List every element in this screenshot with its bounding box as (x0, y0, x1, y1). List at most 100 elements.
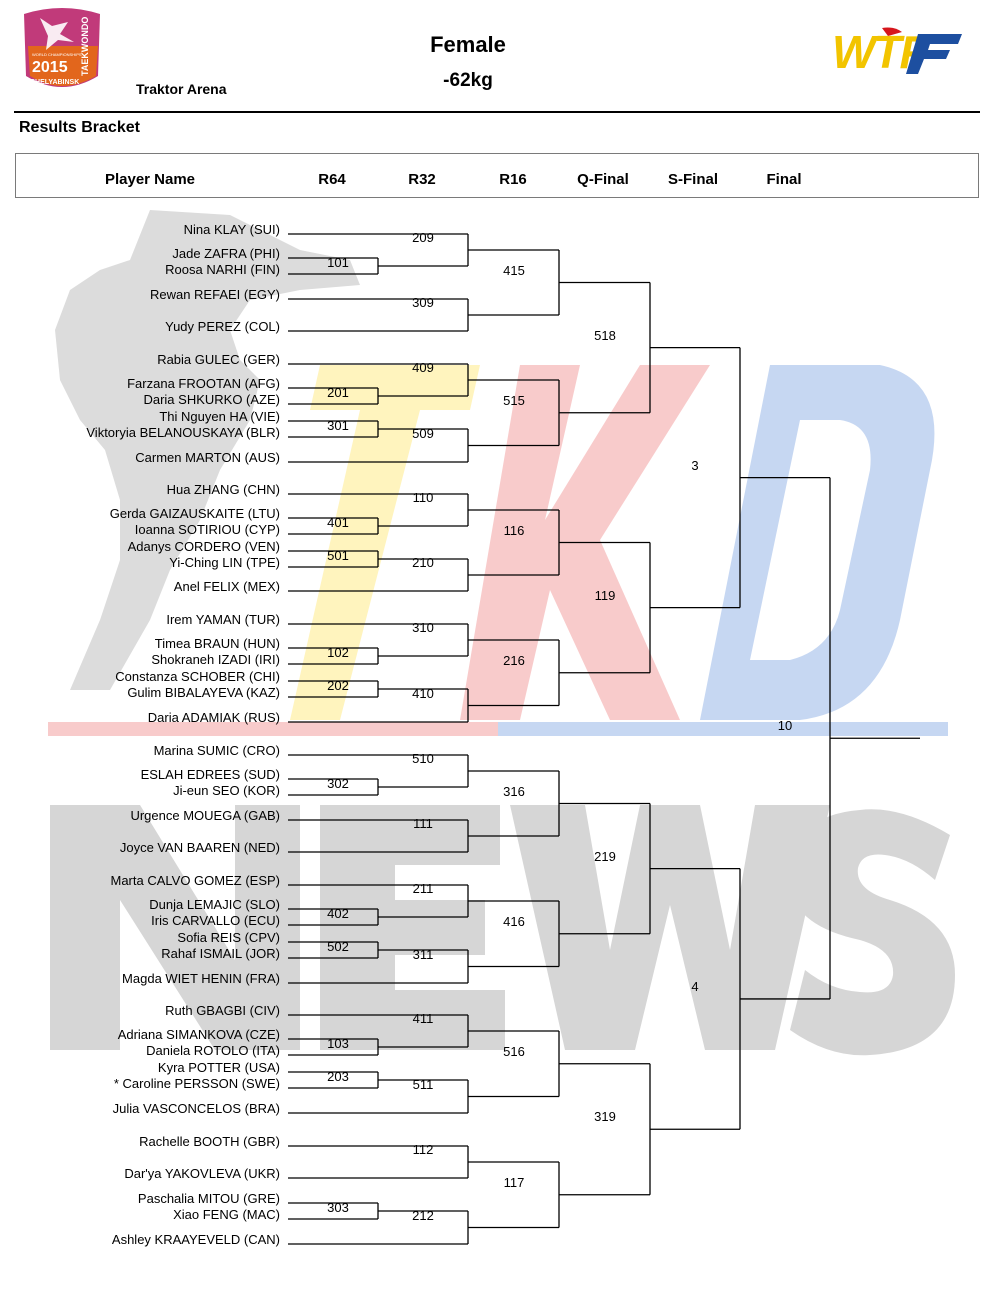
player-name: Rewan REFAEI (EGY) (149, 287, 280, 302)
r64-score: 501 (327, 548, 349, 563)
r32-score: 510 (412, 751, 434, 766)
player-name: Adanys CORDERO (VEN) (127, 539, 280, 554)
qf-score: 219 (594, 848, 616, 864)
col-header-final: Final (766, 171, 802, 188)
player-name: Ioanna SOTIRIOU (CYP) (134, 522, 280, 537)
player-name: Kyra POTTER (USA) (157, 1060, 280, 1075)
r64-score: 302 (327, 776, 349, 791)
player-name: Joyce VAN BAAREN (NED) (119, 840, 280, 855)
qf-score: 119 (594, 587, 616, 603)
player-name: Rahaf ISMAIL (JOR) (161, 946, 280, 961)
r64-score: 402 (327, 906, 349, 921)
event-logo-year: 2015 (32, 59, 68, 76)
player-name: ESLAH EDREES (SUD) (140, 767, 280, 782)
player-name: Carmen MARTON (AUS) (135, 450, 280, 465)
player-name: Daria SHKURKO (AZE) (143, 392, 280, 407)
player-name: Ashley KRAAYEVELD (CAN) (111, 1232, 280, 1247)
player-name: Daniela ROTOLO (ITA) (146, 1043, 280, 1058)
wtf-logo: WTF (832, 26, 962, 76)
r64-score: 502 (327, 939, 349, 954)
r32-score: 411 (412, 1011, 434, 1026)
player-name: Ji-eun SEO (KOR) (173, 783, 280, 798)
player-name: Marta CALVO GOMEZ (ESP) (110, 873, 280, 888)
column-header-box (15, 153, 979, 198)
division-gender: Female (430, 32, 506, 57)
r64-score: 202 (327, 678, 349, 693)
player-name: Ruth GBAGBI (CIV) (165, 1003, 280, 1018)
event-logo-shape (28, 46, 98, 86)
player-name: Magda WIET HENIN (FRA) (122, 971, 280, 986)
player-name: Yi-Ching LIN (TPE) (169, 555, 280, 570)
venue-label: Traktor Arena (136, 81, 227, 97)
event-logo-sport: TAEKWONDO (80, 17, 90, 76)
r64-score: 103 (327, 1036, 349, 1051)
col-header-sfinal: S-Final (667, 171, 718, 188)
r32-score: 210 (412, 555, 434, 570)
player-name: Yudy PEREZ (COL) (165, 319, 280, 334)
player-name: Dunja LEMAJIC (SLO) (149, 897, 280, 912)
r64-score: 102 (327, 645, 349, 660)
wtf-logo-red-swoosh (882, 27, 902, 36)
kicker-silhouette (55, 210, 360, 690)
r16-score: 415 (503, 262, 525, 278)
player-name: Gulim BIBALAYEVA (KAZ) (127, 685, 280, 700)
r64-score: 301 (327, 418, 349, 433)
header-divider (14, 111, 980, 113)
r16-score: 515 (503, 392, 525, 408)
player-name: * Caroline PERSSON (SWE) (113, 1076, 280, 1091)
r32-score: 112 (412, 1142, 434, 1157)
wtf-logo-blue-f (906, 34, 962, 74)
r32-score: 309 (412, 295, 434, 310)
watermark-stripe-blue (498, 722, 948, 736)
player-name: Irem YAMAN (TUR) (166, 612, 280, 627)
player-name: Urgence MOUEGA (GAB) (130, 808, 280, 823)
r64-score: 203 (327, 1069, 349, 1084)
r16-score: 516 (503, 1043, 525, 1059)
qf-score: 518 (594, 327, 616, 343)
player-name: Dar'ya YAKOVLEVA (UKR) (124, 1166, 280, 1181)
section-title: Results Bracket (19, 119, 140, 136)
r32-score: 111 (413, 816, 433, 831)
player-name: Nina KLAY (SUI) (183, 222, 280, 237)
player-name: Timea BRAUN (HUN) (154, 636, 280, 651)
final-score: 10 (777, 718, 793, 734)
r16-score: 216 (503, 652, 525, 668)
player-name: Roosa NARHI (FIN) (165, 262, 280, 277)
player-name: Marina SUMIC (CRO) (153, 743, 280, 758)
r32-score: 409 (412, 360, 434, 375)
player-name: Constanza SCHOBER (CHI) (115, 669, 280, 684)
player-name: Paschalia MITOU (GRE) (137, 1191, 280, 1206)
r32-score: 110 (412, 490, 434, 505)
player-name: Gerda GAIZAUSKAITE (LTU) (109, 506, 280, 521)
r64-score: 101 (327, 255, 349, 270)
qf-score: 319 (594, 1109, 616, 1125)
sf-score: 4 (691, 978, 699, 994)
col-header-r16: R16 (499, 171, 527, 188)
r64-score: 401 (327, 515, 349, 530)
watermark-letter-w (510, 805, 830, 1050)
player-name: Farzana FROOTAN (AFG) (127, 376, 280, 391)
player-name: Daria ADAMIAK (RUS) (147, 710, 280, 725)
division-weight: -62kg (443, 70, 493, 91)
col-header-r64: R64 (318, 171, 346, 188)
player-name: Rachelle BOOTH (GBR) (139, 1134, 280, 1149)
player-name: Anel FELIX (MEX) (173, 579, 280, 594)
r32-score: 511 (412, 1076, 434, 1092)
watermark-letter-n (50, 805, 300, 1050)
r32-score: 212 (412, 1207, 434, 1223)
col-header-r32: R32 (408, 171, 436, 188)
player-name: Shokraneh IZADI (IRI) (151, 652, 280, 667)
sf-score: 3 (691, 457, 699, 473)
player-name: Jade ZAFRA (PHI) (172, 246, 280, 261)
event-logo: 2015 TAEKWONDO CHELYABINSK WORLD CHAMPIO… (24, 8, 100, 87)
r32-score: 509 (412, 425, 434, 441)
event-logo-event: WORLD CHAMPIONSHIPS (32, 52, 82, 57)
col-header-qfinal: Q-Final (577, 171, 629, 188)
r32-score: 310 (412, 620, 434, 635)
player-name: Sofia REIS (CPV) (177, 930, 280, 945)
r64-score: 303 (327, 1200, 349, 1215)
watermark-stripe-red (48, 722, 498, 736)
player-name: Hua ZHANG (CHN) (166, 482, 280, 497)
r64-score: 201 (327, 385, 349, 400)
